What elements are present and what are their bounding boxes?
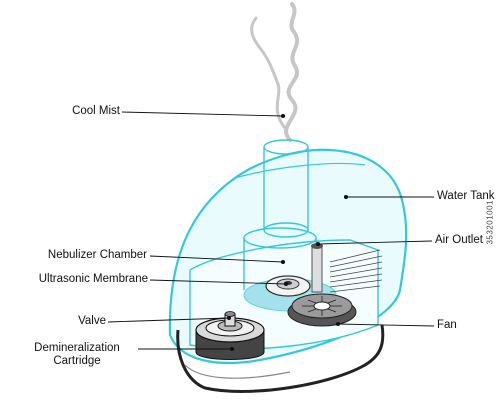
label-cool-mist: Cool Mist xyxy=(72,105,120,117)
base-inner-rim xyxy=(184,364,291,379)
humidifier-base xyxy=(176,324,385,393)
tank-lid xyxy=(234,162,366,179)
label-demineralization-line1: Demineralization xyxy=(34,342,120,354)
leader-nebulizer-chamber xyxy=(149,255,284,263)
label-valve: Valve xyxy=(78,315,106,327)
label-demineralization-line2: Cartridge xyxy=(53,355,101,367)
label-nebulizer-chamber: Nebulizer Chamber xyxy=(47,249,147,261)
label-ultrasonic-membrane: Ultrasonic Membrane xyxy=(38,273,148,285)
label-air-outlet: Air Outlet xyxy=(435,234,483,246)
leader-ultrasonic-membrane xyxy=(149,279,287,285)
ultrasonic-transducer xyxy=(265,275,311,297)
leader-fan xyxy=(337,323,435,327)
fan-assembly xyxy=(287,293,357,327)
leader-valve xyxy=(107,317,230,323)
leader-cool-mist xyxy=(121,111,284,117)
label-demineralization-cartridge: Demineralization Cartridge xyxy=(20,342,134,368)
air-outlet-pipe xyxy=(311,243,323,293)
mist-tube xyxy=(263,139,309,238)
stock-id-text: 353201001 xyxy=(486,200,495,245)
label-fan: Fan xyxy=(437,319,457,331)
leader-lines xyxy=(107,111,435,352)
label-water-tank: Water Tank xyxy=(437,190,495,202)
cool-mist-steam xyxy=(250,2,300,142)
leader-air-outlet xyxy=(317,240,433,245)
vent-lines xyxy=(329,249,383,293)
